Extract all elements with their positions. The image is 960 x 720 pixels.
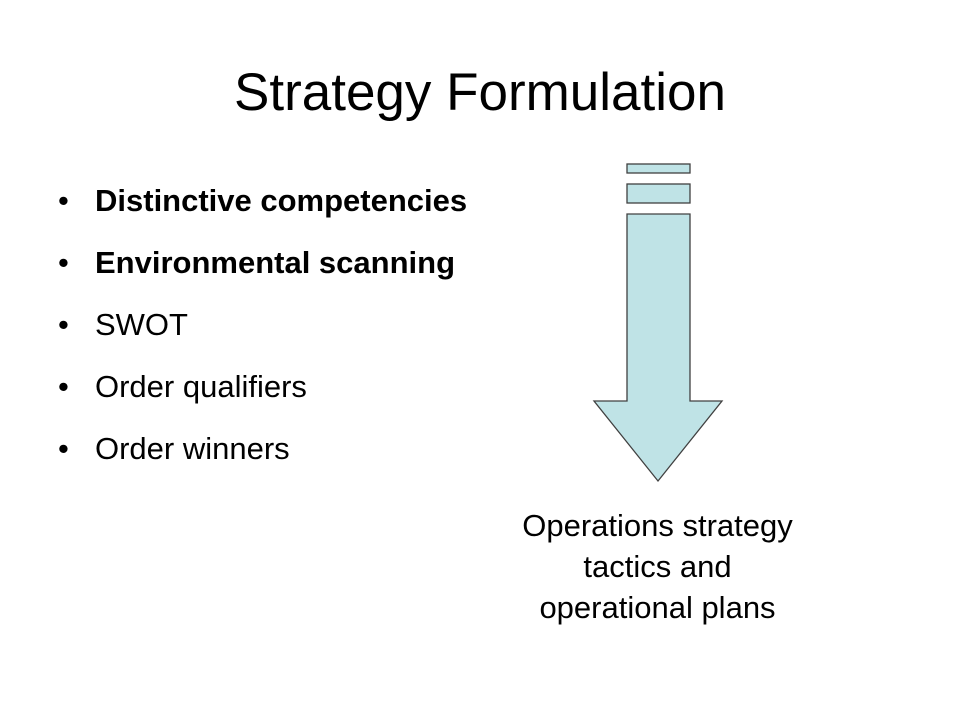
caption-line: Operations strategy bbox=[522, 508, 793, 543]
caption-line: operational plans bbox=[539, 590, 776, 625]
arrow-stripe-middle bbox=[626, 183, 691, 204]
bullet-dot-icon: • bbox=[58, 431, 69, 466]
arrow-body bbox=[592, 213, 724, 483]
striped-down-arrow-icon bbox=[592, 163, 724, 483]
bullet-text: SWOT bbox=[95, 307, 188, 342]
bullet-dot-icon: • bbox=[58, 369, 69, 404]
slide-title: Strategy Formulation bbox=[234, 63, 726, 122]
caption: Operations strategy tactics and operatio… bbox=[420, 505, 895, 628]
bullet-dot-icon: • bbox=[58, 307, 69, 342]
bullet-dot-icon: • bbox=[58, 183, 69, 218]
bullet-text: Distinctive competencies bbox=[95, 183, 468, 218]
bullet-text: Order winners bbox=[95, 431, 290, 466]
bullet-dot-icon: • bbox=[58, 245, 69, 280]
arrow-stripe-top bbox=[626, 163, 691, 174]
bullet-text: Order qualifiers bbox=[95, 369, 307, 404]
bullet-text: Environmental scanning bbox=[95, 245, 456, 280]
caption-line: tactics and bbox=[583, 549, 732, 584]
